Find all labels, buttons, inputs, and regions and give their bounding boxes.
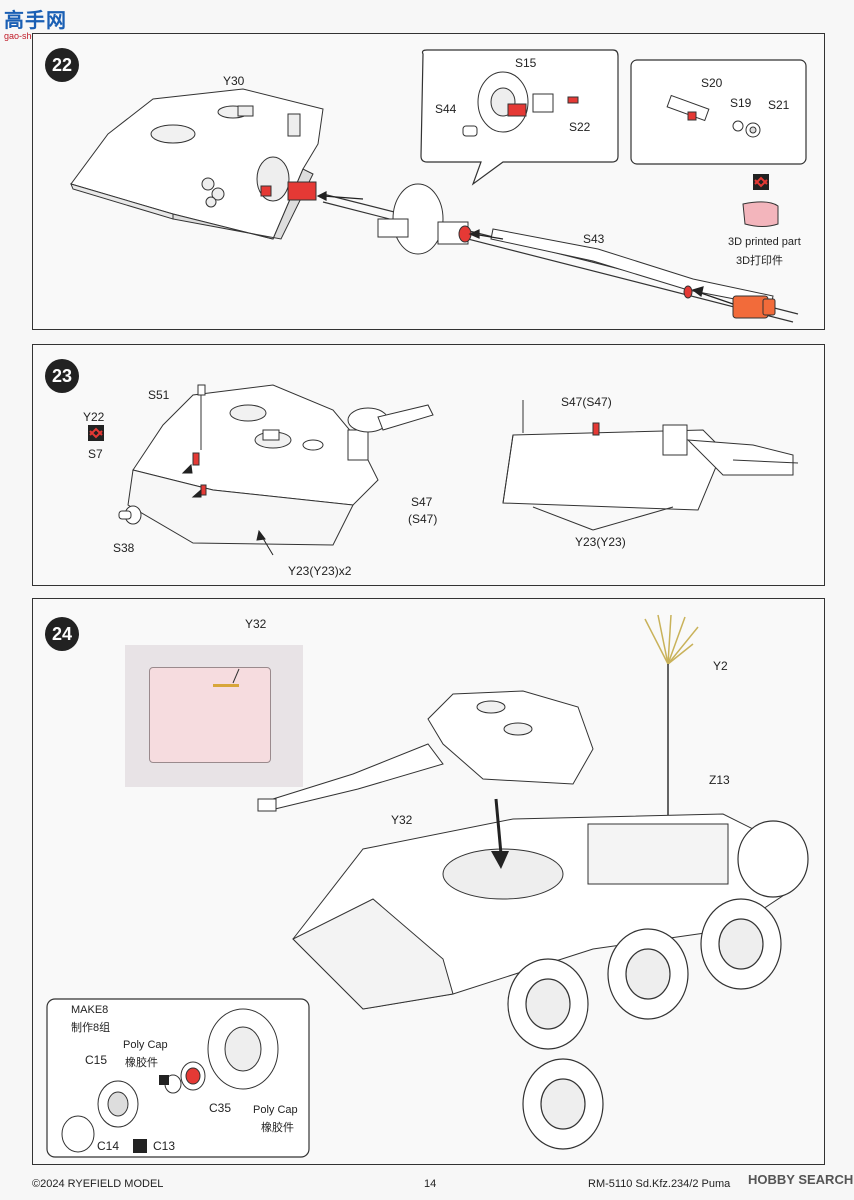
label-polycap-1: Poly Cap bbox=[123, 1039, 168, 1051]
step-number: 22 bbox=[45, 48, 79, 82]
footer-copyright: ©2024 RYEFIELD MODEL bbox=[32, 1178, 164, 1190]
label-y23: Y23(Y23) bbox=[575, 535, 626, 549]
label-3d-printed-en: 3D printed part bbox=[728, 236, 801, 248]
watermark-text: 高手网 bbox=[4, 10, 67, 32]
label-make8: MAKE8 bbox=[71, 1004, 109, 1016]
label-y32-photo: Y32 bbox=[245, 617, 267, 631]
step-24-panel: 24 bbox=[32, 598, 825, 1165]
label-s15: S15 bbox=[515, 56, 537, 70]
label-s22: S22 bbox=[569, 120, 591, 134]
footer-page-number: 14 bbox=[424, 1178, 437, 1190]
label-polycap-2: Poly Cap bbox=[253, 1104, 298, 1116]
label-polycap-2-cn: 橡胶件 bbox=[261, 1122, 294, 1134]
wheel-assembly bbox=[61, 1008, 279, 1153]
label-s47: S47 bbox=[411, 495, 433, 509]
label-c13: C13 bbox=[153, 1139, 176, 1153]
red-part bbox=[287, 181, 317, 201]
label-y2: Y2 bbox=[713, 659, 728, 673]
step-23-drawing bbox=[88, 384, 799, 556]
step-number: 23 bbox=[45, 359, 79, 393]
hatch-photo bbox=[125, 645, 303, 787]
label-y32: Y32 bbox=[391, 813, 413, 827]
hull-wheels bbox=[507, 820, 809, 1150]
label-y30: Y30 bbox=[223, 74, 245, 88]
footer-site-watermark: HOBBY SEARCH bbox=[748, 1172, 854, 1187]
label-make8-cn: 制作8组 bbox=[71, 1022, 111, 1034]
step-23-panel: 23 bbox=[32, 344, 825, 586]
label-3d-printed-cn: 3D打印件 bbox=[736, 255, 784, 267]
label-c15: C15 bbox=[85, 1053, 108, 1067]
label-y22: Y22 bbox=[83, 410, 105, 424]
step-24-drawing bbox=[46, 614, 809, 1158]
label-c14: C14 bbox=[97, 1139, 120, 1153]
label-s38: S38 bbox=[113, 541, 135, 555]
label-z13: Z13 bbox=[709, 773, 730, 787]
label-s43: S43 bbox=[583, 232, 605, 246]
step-22-drawing bbox=[70, 49, 807, 323]
label-polycap-1-cn: 橡胶件 bbox=[125, 1057, 158, 1069]
step-number: 24 bbox=[45, 617, 79, 651]
label-y23x2: Y23(Y23)x2 bbox=[288, 564, 352, 578]
footer-kit-code: RM-5110 Sd.Kfz.234/2 Puma bbox=[588, 1178, 731, 1190]
label-s51: S51 bbox=[148, 388, 170, 402]
label-c35: C35 bbox=[209, 1101, 232, 1115]
label-s20: S20 bbox=[701, 76, 723, 90]
scope-parts bbox=[666, 94, 761, 138]
printed-muzzle bbox=[732, 295, 776, 319]
label-s44: S44 bbox=[435, 102, 457, 116]
label-s21: S21 bbox=[768, 98, 790, 112]
label-s7: S7 bbox=[88, 447, 103, 461]
label-s47-pair: S47(S47) bbox=[561, 395, 612, 409]
step-22-panel: 22 bbox=[32, 33, 825, 330]
hatch-panel bbox=[149, 667, 271, 763]
label-s19: S19 bbox=[730, 96, 752, 110]
label-s47-paren: (S47) bbox=[408, 512, 438, 526]
turret-drawing bbox=[70, 88, 324, 240]
